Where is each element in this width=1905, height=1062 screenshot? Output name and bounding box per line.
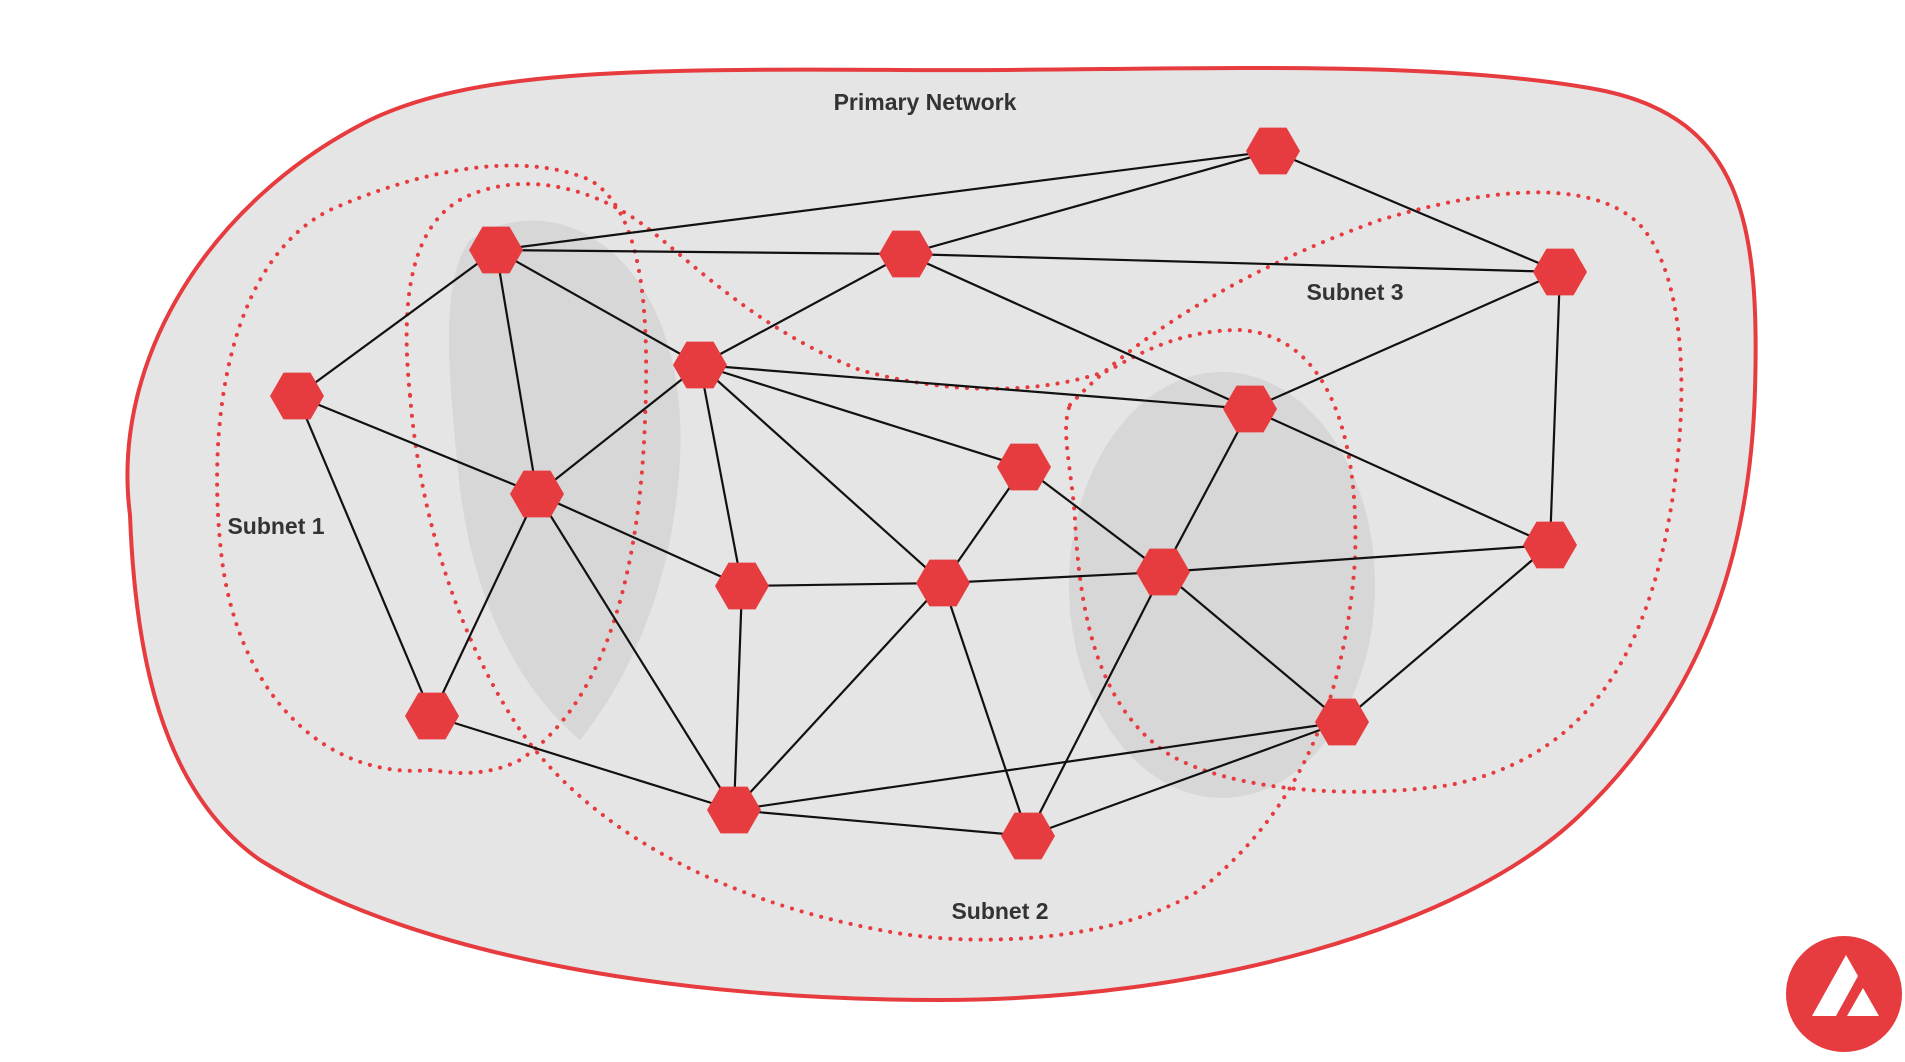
network-edge: [1027, 571, 1164, 837]
validator-node-icon: [916, 559, 970, 607]
network-edge: [941, 582, 1030, 837]
network-edge: [733, 720, 1343, 812]
network-edge: [536, 364, 701, 495]
network-edge: [1548, 271, 1562, 546]
network-edge: [905, 252, 1561, 274]
network-edge: [1162, 408, 1251, 573]
avalanche-logo-icon: [1786, 936, 1902, 1052]
network-edge: [1249, 270, 1561, 411]
network-edge: [699, 363, 1025, 469]
validator-node-icon: [1136, 548, 1190, 596]
validator-node-icon: [1533, 248, 1587, 296]
network-edge: [295, 395, 434, 717]
network-edge: [733, 582, 944, 811]
network-edge: [494, 249, 539, 495]
primary-network-area: [125, 65, 1758, 1003]
subnet-3-label: Subnet 3: [1306, 279, 1403, 305]
network-edge: [1162, 571, 1343, 723]
network-edge: [905, 149, 1274, 256]
validator-node-icon: [405, 692, 459, 740]
network-edge: [1341, 544, 1551, 723]
validator-node-icon: [707, 786, 761, 834]
network-edge: [732, 585, 744, 811]
network-edge: [1249, 407, 1551, 547]
validator-node-icon: [879, 230, 933, 278]
node-layer: [270, 127, 1587, 860]
validator-node-icon: [469, 226, 523, 274]
network-edge: [431, 493, 538, 717]
network-edge: [536, 493, 735, 811]
network-edge: [296, 394, 538, 496]
network-edge: [495, 248, 907, 256]
subnet-overlap-shade-left: [448, 220, 681, 741]
validator-node-icon: [270, 372, 324, 420]
network-edge: [942, 570, 1164, 585]
network-edge: [1023, 466, 1164, 573]
network-edge: [699, 253, 907, 366]
subnet-1-label: Subnet 1: [227, 513, 324, 539]
validator-node-icon: [510, 470, 564, 518]
subnet-3-outline: [1064, 190, 1684, 794]
network-edge: [296, 249, 497, 397]
network-edge: [699, 364, 944, 584]
network-edge: [495, 249, 701, 366]
edge-layer: [295, 149, 1562, 838]
validator-node-icon: [1315, 698, 1369, 746]
network-edge: [1162, 543, 1551, 574]
network-edge: [431, 714, 735, 812]
network-edge: [495, 149, 1274, 252]
primary-network-label: Primary Network: [834, 89, 1017, 115]
network-edge: [741, 581, 944, 588]
validator-node-icon: [1001, 812, 1055, 860]
network-edge: [905, 252, 1251, 411]
validator-node-icon: [997, 443, 1051, 491]
validator-node-icon: [1223, 385, 1277, 433]
network-edge: [733, 808, 1029, 838]
validator-node-icon: [673, 341, 727, 389]
network-edge: [1027, 720, 1343, 838]
validator-node-icon: [1246, 127, 1300, 175]
validator-node-icon: [1523, 521, 1577, 569]
subnet-overlap-shade-right: [1069, 372, 1375, 798]
network-edge: [698, 364, 744, 587]
network-edge: [536, 492, 743, 588]
network-edge: [1272, 149, 1561, 274]
network-edge: [699, 363, 1251, 411]
subnet-1-outline: [215, 163, 649, 775]
validator-node-icon: [715, 562, 769, 610]
subnet-2-outline: [404, 182, 1358, 942]
subnet-2-label: Subnet 2: [951, 898, 1048, 924]
